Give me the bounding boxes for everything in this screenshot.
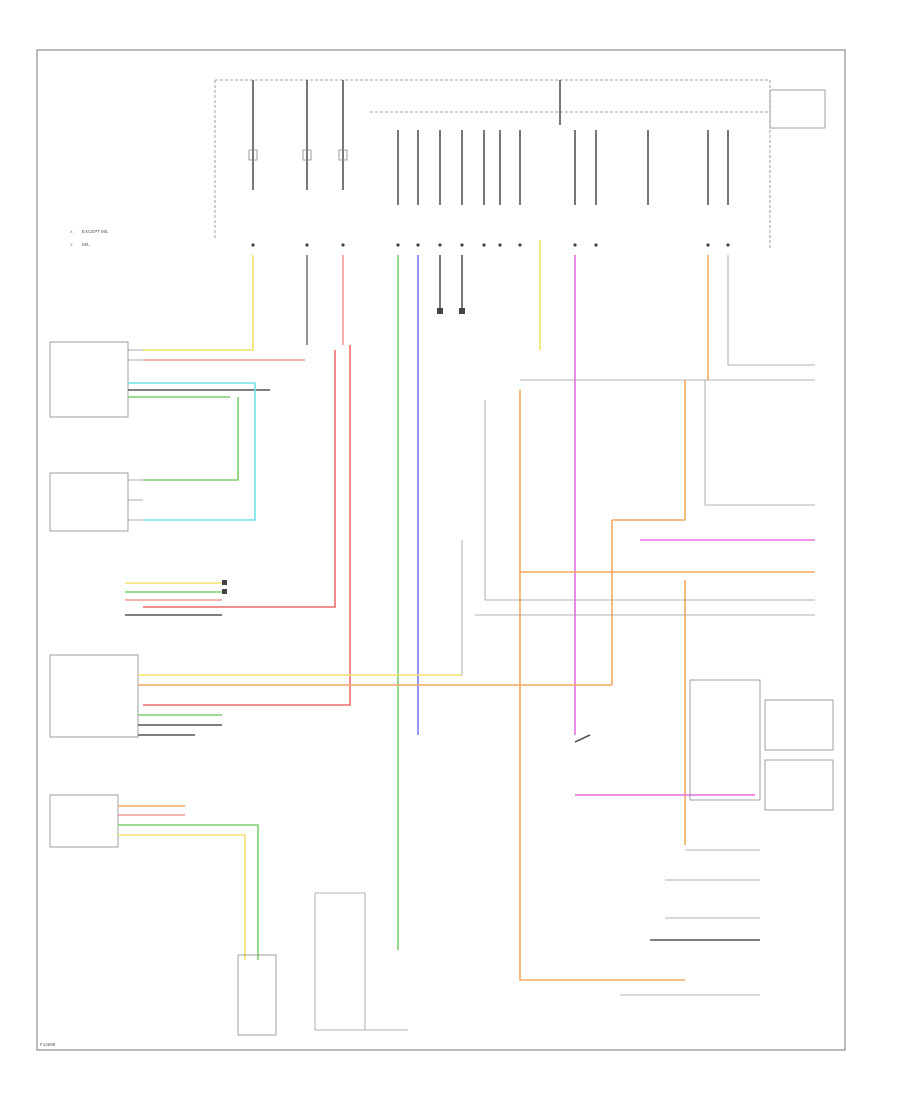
module-box-3 (49, 654, 139, 738)
ground-symbol (222, 580, 227, 585)
legend-x-marker: X (70, 229, 73, 234)
wire-cyan-2 (143, 383, 256, 521)
connector-row-top (251, 243, 730, 247)
connector-pin (594, 243, 598, 247)
module-1-lines (128, 349, 270, 521)
connector-pin (305, 243, 309, 247)
connector-pin (460, 243, 464, 247)
module-box-right-1 (689, 679, 761, 801)
connector-pin (341, 243, 345, 247)
wire-orange-6 (519, 390, 685, 981)
wire-yellow-5 (118, 834, 246, 960)
wire-red-2 (143, 345, 351, 706)
legend-ml: M/L (82, 242, 90, 247)
fuse-columns (248, 80, 561, 190)
module-6-outline-right (315, 892, 366, 1030)
connector-pin (498, 243, 502, 247)
fuse-2-icon (302, 149, 312, 161)
figure-id: F14598 (40, 1042, 56, 1047)
fuse-1-icon (248, 149, 258, 161)
top-signal-wires (397, 130, 729, 205)
wire-yellow-1 (143, 255, 254, 351)
wire-red-1 (143, 350, 336, 608)
module-box-right-2 (764, 699, 834, 751)
module-box-right-3 (764, 759, 834, 811)
power-distribution-label-box (769, 89, 826, 129)
bus-line-4 (704, 380, 815, 506)
wire-green-6 (118, 824, 259, 960)
legend-except-ml: EXCEPT M/L (82, 229, 109, 234)
diagram-frame (36, 49, 846, 1051)
fuse-3-icon (338, 149, 348, 161)
connector-pin (518, 243, 522, 247)
ground-symbol (222, 589, 227, 594)
connector-pin (251, 243, 255, 247)
connector-pin (438, 243, 442, 247)
module-box-1 (49, 341, 129, 418)
module-box-5 (237, 954, 277, 1036)
legend-y-marker: Y (70, 242, 73, 247)
right-side-network (461, 255, 815, 981)
ground-symbol (459, 308, 465, 314)
connector-pin (482, 243, 486, 247)
connector-group-mid (125, 580, 227, 616)
connector-pin (573, 243, 577, 247)
bus-line-2 (727, 255, 815, 366)
connector-pin (396, 243, 400, 247)
switch-symbol (574, 734, 591, 743)
connector-pin (726, 243, 730, 247)
module-box-2 (49, 472, 129, 532)
connector-pin (416, 243, 420, 247)
connector-pin (706, 243, 710, 247)
ground-symbol (437, 308, 443, 314)
module-6-outline (314, 893, 408, 1031)
colored-wires (143, 240, 709, 950)
module-box-4 (49, 794, 119, 848)
wire-green-3 (143, 397, 239, 481)
